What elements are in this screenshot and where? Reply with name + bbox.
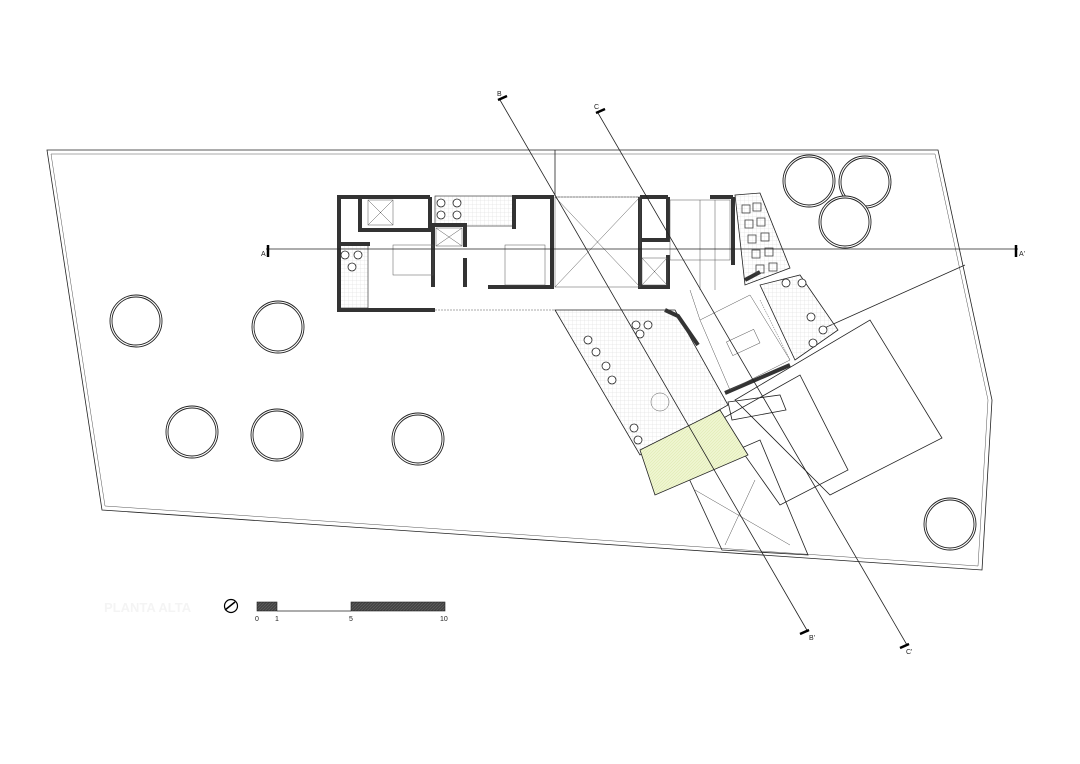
- scale-label-10: 10: [440, 616, 448, 623]
- tree-symbols: [109, 154, 977, 551]
- section-b-label: B: [497, 91, 502, 98]
- building: [337, 195, 791, 412]
- terrace-east: [759, 274, 839, 361]
- scale-label-5: 5: [349, 616, 353, 623]
- section-a-label: A: [261, 251, 266, 258]
- pergola-tiles: [741, 202, 778, 274]
- scale-label-1: 1: [275, 616, 279, 623]
- lawn-area: [639, 409, 749, 496]
- scale-bar: 0 1 5 10: [255, 601, 448, 623]
- site-boundary: [46, 149, 993, 571]
- section-c-prime-label: C': [906, 649, 912, 656]
- section-line-a: A A': [261, 245, 1025, 258]
- section-a-prime-label: A': [1019, 251, 1025, 258]
- plant-symbols: [340, 198, 828, 445]
- section-line-b: B B': [497, 91, 815, 642]
- section-line-c: C C': [594, 104, 912, 656]
- drawing-title: PLANTA ALTA: [104, 600, 192, 615]
- section-b-prime-label: B': [809, 635, 815, 642]
- north-arrow-icon: [223, 598, 239, 614]
- stair-pergola: [734, 192, 791, 286]
- section-c-label: C: [594, 104, 599, 111]
- scale-label-0: 0: [255, 616, 259, 623]
- patio-north: [434, 195, 516, 227]
